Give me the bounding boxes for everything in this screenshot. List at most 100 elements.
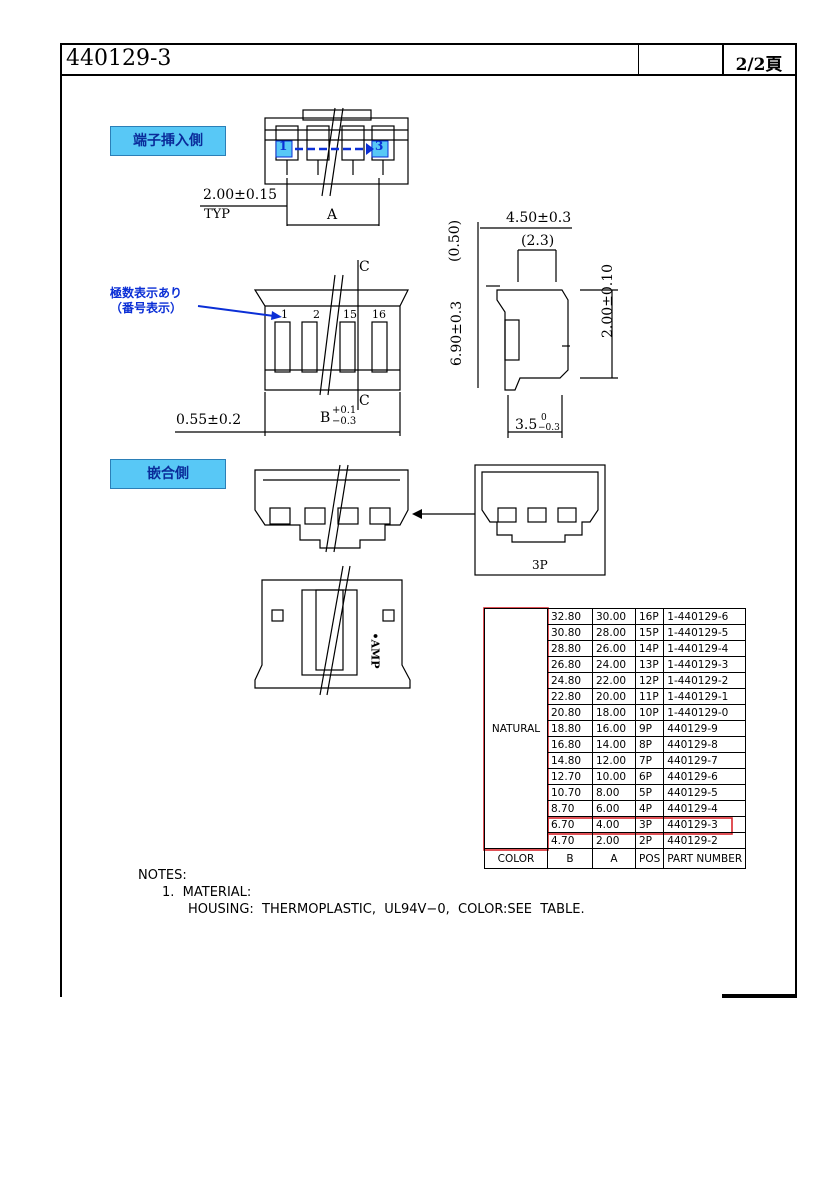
- table-cell: 6.70: [547, 816, 593, 833]
- table-cell: 1-440129-2: [663, 672, 747, 689]
- table-cell: 440129-2: [663, 832, 747, 849]
- table-cell: 440129-8: [663, 736, 747, 753]
- insertion-side-label: 端子挿入側: [110, 126, 226, 156]
- pin-number-note: 極数表示あり （番号表示）: [110, 286, 182, 316]
- table-cell: 1-440129-6: [663, 608, 747, 625]
- table-cell: 11P: [634, 688, 665, 705]
- table-cell: 18.80: [547, 720, 593, 737]
- table-cell: 9P: [634, 720, 665, 737]
- table-cell: 8P: [634, 736, 665, 753]
- table-cell: 12.70: [547, 768, 593, 785]
- amp-logo: •AMP: [368, 632, 382, 669]
- mating-side-label: 嵌合側: [110, 459, 226, 489]
- top-view: [200, 107, 409, 226]
- title-bar: [60, 43, 797, 76]
- notes-item1-detail: HOUSING: THERMOPLASTIC, UL94V−0, COLOR:S…: [188, 902, 585, 917]
- table-cell: 10.00: [592, 768, 636, 785]
- dim-base: 3.5: [515, 417, 538, 433]
- pin-number-note-line1: 極数表示あり: [110, 286, 183, 300]
- table-cell: 15P: [634, 624, 665, 641]
- dim-height: 6.90±0.3: [449, 300, 465, 366]
- color-cell: NATURAL: [484, 608, 548, 849]
- table-cell: 6P: [634, 768, 665, 785]
- table-cell: 2P: [634, 832, 665, 849]
- pin-mark-16: 16: [372, 308, 386, 321]
- table-cell: 10P: [634, 704, 665, 721]
- table-cell: 2.00: [592, 832, 636, 849]
- table-cell: 13P: [634, 656, 665, 673]
- table-header-cell: B: [547, 848, 593, 869]
- footer-bar: [722, 994, 797, 998]
- dim-slot: (2.3): [521, 233, 555, 249]
- table-cell: 32.80: [547, 608, 593, 625]
- table-cell: 4.00: [592, 816, 636, 833]
- detail-3p: [474, 464, 606, 576]
- table-cell: 8.00: [592, 784, 636, 801]
- table-cell: 26.00: [592, 640, 636, 657]
- pin-mark-1: 1: [281, 308, 288, 321]
- table-cell: 30.00: [592, 608, 636, 625]
- section-mark-bottom: C: [359, 393, 370, 409]
- dim-b-tol-minus: −0.3: [332, 416, 357, 427]
- table-cell: 26.80: [547, 656, 593, 673]
- table-cell: 4P: [634, 800, 665, 817]
- table-cell: 14.80: [547, 752, 593, 769]
- section-mark-top: C: [359, 259, 370, 275]
- notes-heading: NOTES:: [138, 868, 187, 883]
- table-cell: 5P: [634, 784, 665, 801]
- table-cell: 440129-3: [663, 816, 747, 833]
- table-cell: 16.00: [592, 720, 636, 737]
- frame-left-line: [60, 76, 62, 997]
- table-cell: 7P: [634, 752, 665, 769]
- bottom-view: [254, 565, 411, 696]
- dim-a: A: [327, 207, 338, 223]
- pin-mark-2: 2: [313, 308, 320, 321]
- table-cell: 8.70: [547, 800, 593, 817]
- table-cell: 20.80: [547, 704, 593, 721]
- side-view: [477, 222, 618, 438]
- table-cell: 3P: [634, 816, 665, 833]
- pin-number-note-line2: （番号表示）: [110, 301, 183, 315]
- dim-width: 4.50±0.3: [506, 210, 572, 226]
- table-cell: 4.70: [547, 832, 593, 849]
- table-cell: 1-440129-5: [663, 624, 747, 641]
- table-cell: 18.00: [592, 704, 636, 721]
- table-cell: 16.80: [547, 736, 593, 753]
- dim-pin-height: 2.00±0.10: [600, 263, 616, 338]
- table-cell: 14.00: [592, 736, 636, 753]
- dim-base-tol-plus: 0: [541, 413, 547, 423]
- table-cell: 6.00: [592, 800, 636, 817]
- mating-view: [254, 464, 409, 553]
- table-cell: 24.80: [547, 672, 593, 689]
- dim-base-tol-minus: −0.3: [538, 423, 560, 433]
- detail-arrow: [412, 509, 475, 519]
- dim-b-tol-plus: +0.1: [332, 405, 357, 416]
- table-cell: 440129-7: [663, 752, 747, 769]
- dim-b: B: [320, 410, 331, 426]
- table-cell: 16P: [634, 608, 665, 625]
- notes-item1: 1. MATERIAL:: [162, 885, 252, 900]
- front-view: [175, 260, 409, 436]
- table-cell: 1-440129-1: [663, 688, 747, 705]
- part-number-title: 440129-3: [66, 46, 172, 71]
- table-cell: 28.00: [592, 624, 636, 641]
- title-divider-2: [722, 43, 724, 76]
- dim-pitch: 2.00±0.15: [203, 187, 278, 203]
- table-header-cell: COLOR: [484, 848, 548, 869]
- title-divider-1: [638, 43, 639, 76]
- pin-direction-arrow: [197, 140, 389, 320]
- table-cell: 24.00: [592, 656, 636, 673]
